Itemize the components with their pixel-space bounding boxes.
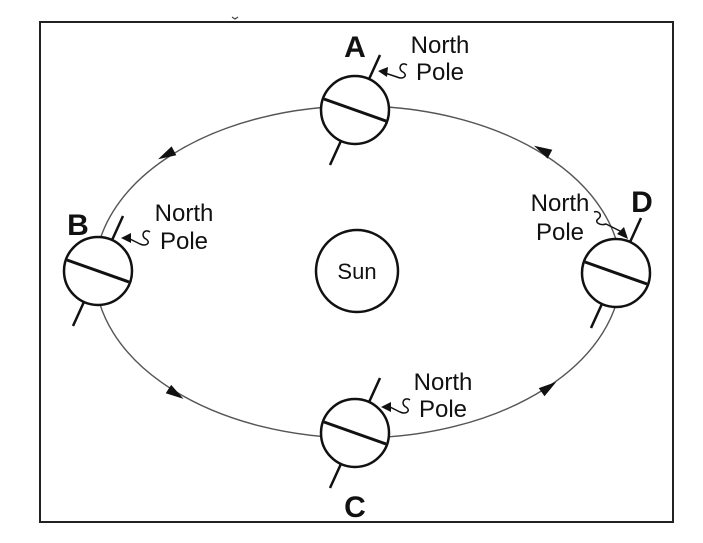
position-letter-d: D — [631, 186, 653, 219]
pointer-squiggle — [384, 63, 408, 79]
earth-position-a — [319, 54, 391, 166]
earth-equator — [584, 260, 648, 286]
position-letter-a: A — [344, 31, 366, 64]
position-letter-b: B — [67, 209, 89, 242]
earth-equator — [66, 258, 130, 284]
pole-pointer-b — [121, 230, 151, 246]
pointer-squiggle — [387, 398, 411, 414]
north-pole-label-b-line1: North — [155, 200, 214, 227]
position-letter-c: C — [344, 491, 366, 524]
pointer-squiggle — [127, 230, 151, 246]
pole-pointer-a — [378, 63, 408, 79]
north-pole-label-a-line1: North — [411, 32, 470, 59]
orbit-arrow — [534, 145, 553, 159]
earth-position-b — [62, 215, 134, 327]
north-pole-label-b-line2: Pole — [160, 228, 208, 255]
north-pole-label-d-line2: Pole — [536, 219, 584, 246]
pole-pointer-d — [593, 210, 628, 239]
pointer-arrowhead — [617, 227, 628, 239]
pointer-arrowhead — [378, 67, 388, 77]
sun: Sun — [314, 228, 400, 314]
earth-equator — [323, 420, 387, 446]
sun-label: Sun — [337, 259, 376, 284]
pointer-arrowhead — [381, 402, 391, 412]
pole-pointer-c — [381, 398, 411, 414]
orbit-arrow — [158, 146, 177, 160]
earth-position-c — [319, 377, 391, 489]
north-pole-label-a-line2: Pole — [416, 59, 464, 86]
earth-equator — [323, 97, 387, 123]
north-pole-label-c-line2: Pole — [419, 396, 467, 423]
orbit-arrow — [538, 381, 557, 397]
pointer-squiggle — [593, 210, 623, 233]
north-pole-label-d-line1: North — [531, 190, 590, 217]
orbit-arrows — [158, 145, 557, 399]
earth-position-d — [580, 217, 652, 329]
pointer-arrowhead — [121, 233, 131, 243]
top-mark — [231, 16, 239, 20]
north-pole-label-c-line1: North — [414, 369, 473, 396]
orbit-arrow — [165, 384, 184, 399]
sun-circle — [314, 228, 400, 314]
diagram-frame — [39, 21, 674, 523]
